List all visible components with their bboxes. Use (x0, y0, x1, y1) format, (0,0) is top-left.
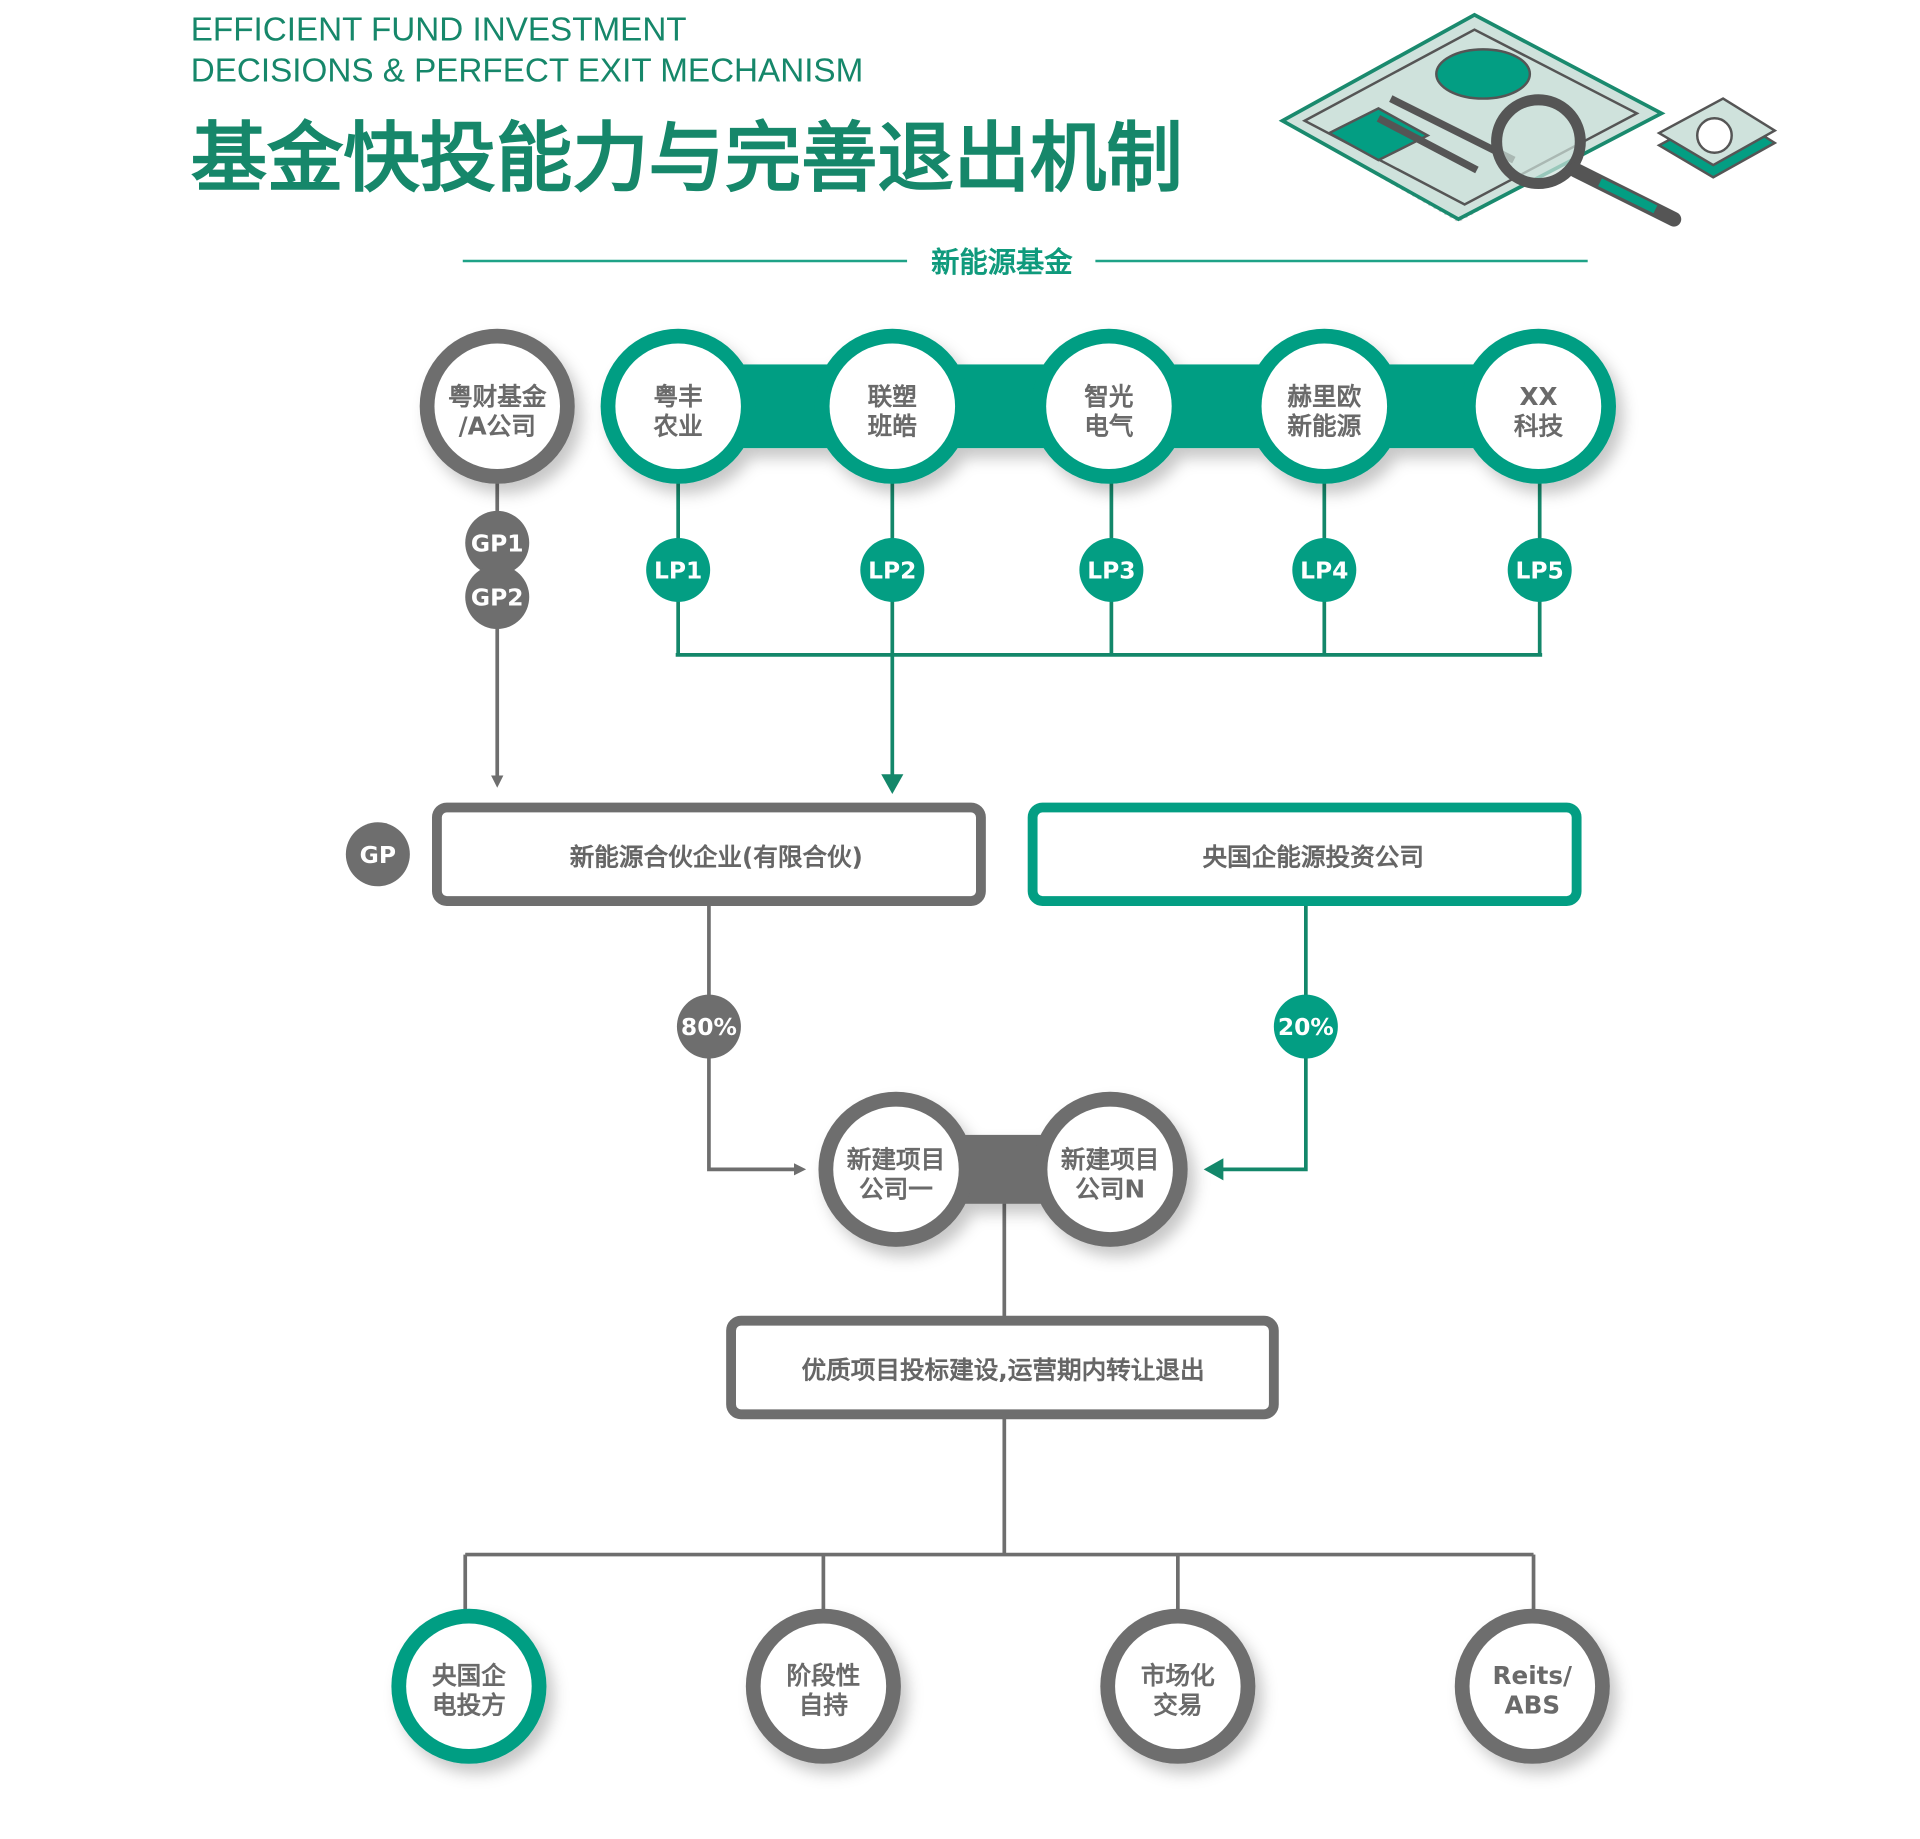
lp-node-2: 联塑 班皓 (829, 343, 956, 470)
svg-text:粤丰: 粤丰 (654, 382, 703, 411)
svg-text:新建项目: 新建项目 (847, 1145, 945, 1174)
english-title-line2: DECISIONS & PERFECT EXIT MECHANISM (191, 52, 863, 89)
svg-text:赫里欧: 赫里欧 (1287, 382, 1361, 411)
lp3-badge: LP3 (1079, 537, 1144, 602)
page-title: 基金快投能力与完善退出机制 (191, 114, 1183, 203)
lp-node-3: 智光 电气 (1046, 343, 1172, 470)
svg-text:央国企能源投资公司: 央国企能源投资公司 (1202, 842, 1423, 871)
exit-node-staged-hold: 阶段性 自持 (745, 1608, 901, 1764)
gp-badge: GP (345, 822, 410, 887)
project-exit-box: 优质项目投标建设,运营期内转让退出 (726, 1315, 1279, 1420)
section-title: 新能源基金 (931, 246, 1073, 279)
svg-text:智光: 智光 (1084, 382, 1134, 411)
svg-text:GP1: GP1 (471, 530, 524, 558)
lp2-badge: LP2 (860, 537, 925, 602)
lp-node-1: 粤丰 农业 (615, 343, 741, 470)
svg-text:优质项目投标建设,运营期内转让退出: 优质项目投标建设,运营期内转让退出 (802, 1356, 1205, 1385)
svg-text:电气: 电气 (1084, 412, 1134, 441)
svg-text:公司N: 公司N (1075, 1175, 1145, 1204)
svg-text:新建项目: 新建项目 (1061, 1145, 1159, 1174)
lp1-badge: LP1 (646, 537, 711, 602)
svg-text:自持: 自持 (799, 1690, 849, 1719)
svg-text:新能源: 新能源 (1287, 412, 1361, 441)
svg-text:XX: XX (1519, 382, 1557, 411)
gp2-badge: GP2 (465, 565, 530, 630)
svg-text:央国企: 央国企 (432, 1661, 506, 1690)
gp1-badge: GP1 (465, 510, 530, 575)
lp5-badge: LP5 (1507, 537, 1572, 602)
gp-source-node: 粤财基金 /A公司 (419, 328, 575, 484)
svg-text:GP2: GP2 (471, 584, 524, 612)
english-title-line1: EFFICIENT FUND INVESTMENT (191, 12, 687, 49)
svg-text:LP1: LP1 (654, 557, 702, 585)
svg-text:新能源合伙企业(有限合伙): 新能源合伙企业(有限合伙) (570, 842, 863, 871)
svg-text:农业: 农业 (653, 412, 703, 441)
svg-text:市场化: 市场化 (1141, 1661, 1215, 1690)
svg-text:LP5: LP5 (1516, 557, 1564, 585)
svg-text:Reits/: Reits/ (1493, 1661, 1572, 1690)
svg-text:ABS: ABS (1505, 1690, 1561, 1719)
svg-text:联塑: 联塑 (868, 382, 917, 411)
exit-node-reits-abs: Reits/ ABS (1454, 1608, 1610, 1764)
svg-text:20%: 20% (1278, 1013, 1334, 1041)
svg-text:80%: 80% (681, 1013, 737, 1041)
gp-source-line1: 粤财基金 (448, 382, 547, 411)
svg-text:公司一: 公司一 (859, 1175, 933, 1204)
svg-text:LP2: LP2 (868, 557, 916, 585)
soe-investment-box: 央国企能源投资公司 (1027, 802, 1582, 906)
exit-node-soe: 央国企 电投方 (391, 1608, 547, 1764)
document-magnifier-icon (1278, 12, 1778, 227)
svg-text:阶段性: 阶段性 (786, 1661, 860, 1690)
project-company-n: 新建项目 公司N (1047, 1106, 1173, 1233)
share-20-badge: 20% (1273, 994, 1338, 1059)
svg-text:GP: GP (360, 841, 396, 869)
svg-text:交易: 交易 (1153, 1690, 1202, 1719)
lp-node-5: XX 科技 (1475, 343, 1602, 470)
svg-text:LP3: LP3 (1087, 557, 1135, 585)
lp-node-4: 赫里欧 新能源 (1261, 343, 1388, 470)
svg-text:班皓: 班皓 (868, 412, 918, 441)
exit-node-market-trade: 市场化 交易 (1100, 1608, 1256, 1764)
lp4-badge: LP4 (1292, 537, 1357, 602)
project-company-1: 新建项目 公司一 (833, 1106, 959, 1233)
svg-text:电投方: 电投方 (432, 1690, 506, 1719)
partnership-box: 新能源合伙企业(有限合伙) (431, 802, 986, 906)
share-80-badge: 80% (676, 994, 741, 1059)
gp-source-line2: /A公司 (459, 412, 536, 441)
svg-text:科技: 科技 (1514, 412, 1564, 441)
svg-text:LP4: LP4 (1300, 557, 1348, 585)
